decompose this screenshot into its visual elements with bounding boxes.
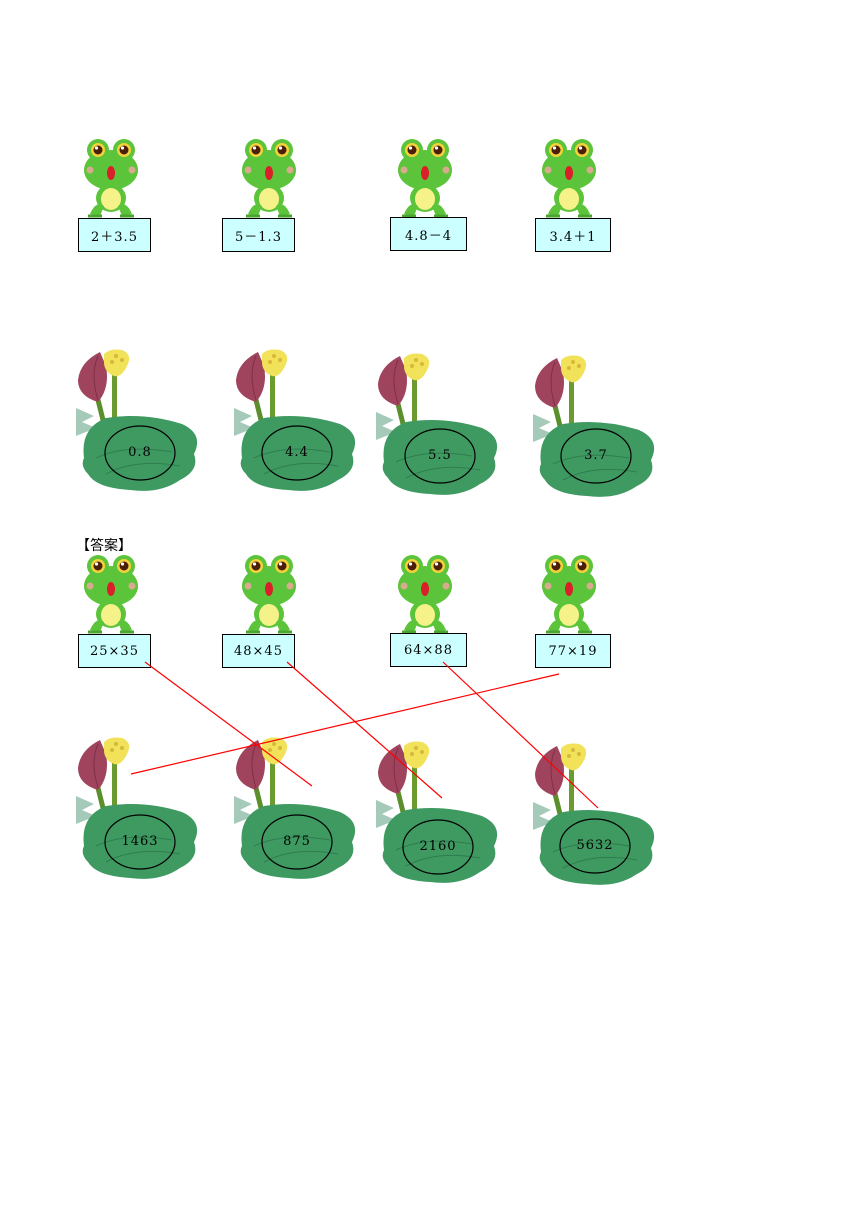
lotus-leaf-icon	[76, 736, 202, 886]
leaf-value-3: 5.5	[428, 448, 452, 463]
lotus-leaf-icon	[234, 348, 360, 498]
frog-icon	[238, 552, 300, 634]
expression-box-3: 4.8－4	[390, 217, 467, 251]
lotus-leaf-icon	[533, 742, 659, 892]
lotus-leaf-icon	[76, 348, 202, 498]
lotus-leaf-icon	[533, 354, 659, 504]
expression-box-8: 77×19	[535, 634, 611, 668]
answer-label: 【答案】	[76, 538, 132, 554]
leaf-value-6: 875	[283, 834, 311, 849]
leaf-value-4: 3.7	[584, 448, 608, 463]
leaf-value-8: 5632	[576, 838, 614, 853]
leaf-value-1: 0.8	[128, 445, 152, 460]
expression-box-7: 64×88	[390, 633, 467, 667]
frog-icon	[238, 136, 300, 218]
frog-icon	[394, 552, 456, 634]
leaf-value-5: 1463	[121, 834, 159, 849]
frog-icon	[394, 136, 456, 218]
frog-icon	[538, 136, 600, 218]
frog-icon	[80, 552, 142, 634]
expression-box-5: 25×35	[78, 634, 151, 668]
leaf-value-7: 2160	[419, 839, 457, 854]
lotus-leaf-icon	[376, 740, 502, 890]
lotus-leaf-icon	[376, 352, 502, 502]
expression-box-2: 5－1.3	[222, 218, 295, 252]
frog-icon	[80, 136, 142, 218]
expression-box-1: 2＋3.5	[78, 218, 151, 252]
leaf-value-2: 4.4	[285, 445, 309, 460]
lotus-leaf-icon	[234, 736, 360, 886]
expression-box-4: 3.4＋1	[535, 218, 611, 252]
frog-icon	[538, 552, 600, 634]
expression-box-6: 48×45	[222, 634, 295, 668]
